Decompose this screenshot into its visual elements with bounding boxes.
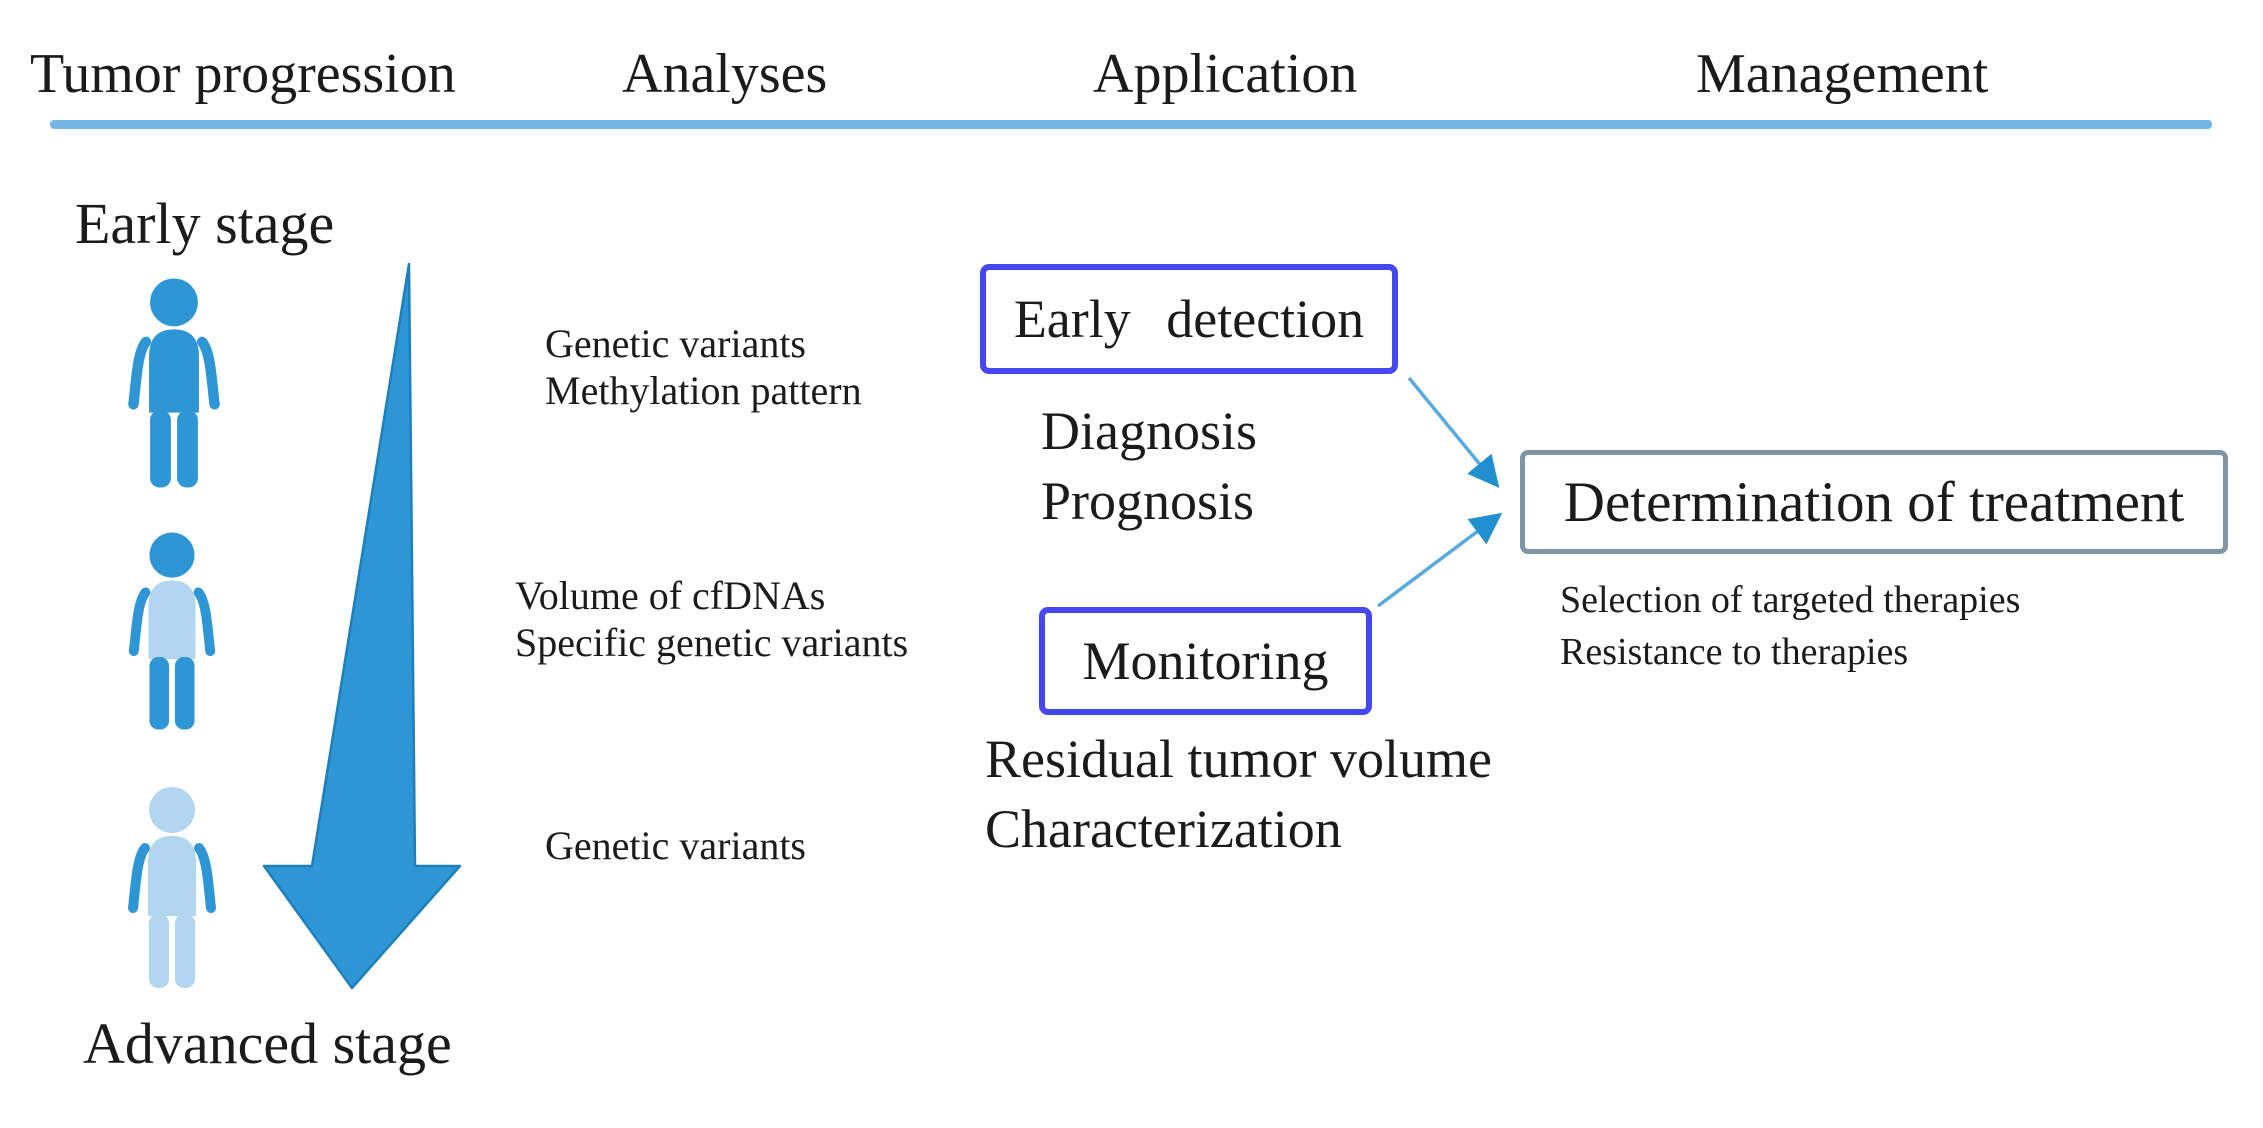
person-icon-intermediate-stage [133,532,211,730]
analysis-line: Genetic variants [545,823,806,868]
monitoring-box: Monitoring [1039,607,1372,715]
application-item: Residual tumor volume [985,729,1492,789]
column-header-analyses: Analyses [622,43,828,105]
application-item: Characterization [985,799,1342,859]
monitoring-label: Monitoring [1082,631,1329,691]
connector-arrow-early-detection [1407,376,1500,489]
analysis-line: Methylation pattern [545,368,862,413]
determination-of-treatment-label: Determination of treatment [1563,470,2185,534]
early-stage-label: Early stage [75,191,335,256]
early-detection-items: Diagnosis Prognosis [1041,396,1257,536]
early-detection-box: Early detection [980,264,1398,374]
monitoring-items: Residual tumor volume Characterization [985,724,1492,864]
management-item: Selection of targeted therapies [1560,579,2021,621]
column-header-tumor-progression: Tumor progression [30,43,456,105]
analysis-line: Genetic variants [545,321,806,366]
application-item: Prognosis [1041,471,1255,531]
person-icon-early-stage [133,278,215,488]
column-header-application: Application [1093,43,1358,105]
analyses-advanced-stage-text: Genetic variants [545,822,806,869]
connector-arrow-monitoring [1376,512,1503,608]
management-item: Resistance to therapies [1560,631,1909,673]
analyses-early-stage-text: Genetic variants Methylation pattern [545,320,862,414]
analyses-intermediate-stage-text: Volume of cfDNAs Specific genetic varian… [515,572,908,666]
advanced-stage-label: Advanced stage [83,1011,452,1076]
person-icon-advanced-stage [133,787,211,988]
down-arrow-icon [262,262,462,990]
early-detection-label: Early detection [1013,289,1365,349]
analysis-line: Volume of cfDNAs [515,573,826,618]
application-item: Diagnosis [1041,401,1257,461]
header-divider [50,120,2212,129]
determination-of-treatment-box: Determination of treatment [1520,450,2228,554]
column-header-management: Management [1696,43,1989,105]
management-items: Selection of targeted therapies Resistan… [1560,574,2020,678]
analysis-line: Specific genetic variants [515,620,909,665]
